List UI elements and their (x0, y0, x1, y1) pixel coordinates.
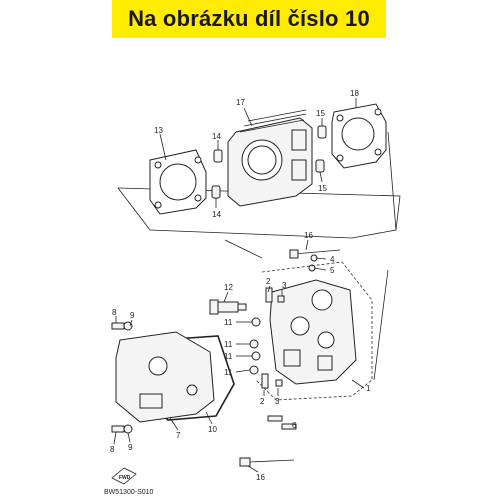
callout-18: 18 (350, 89, 359, 98)
callout-10: 10 (208, 425, 217, 434)
callout-8-upper: 8 (112, 308, 117, 317)
callout-17: 17 (236, 98, 245, 107)
callout-3-lower: 3 (275, 397, 280, 406)
callout-16-upper: 16 (304, 231, 313, 240)
callout-11-a: 11 (224, 318, 233, 327)
fwd-label: FWD (119, 475, 131, 481)
diagram-code: BW51300-S010 (104, 489, 154, 496)
callout-15-upper: 15 (316, 109, 325, 118)
callout-14-lower: 14 (212, 210, 221, 219)
callout-9-lower: 9 (128, 443, 133, 452)
dowel-pins-upper (315, 125, 327, 173)
cylinder-base-gasket (149, 149, 207, 215)
valve-cover (115, 331, 215, 423)
cylinder-head-gasket (331, 103, 387, 169)
callout-13: 13 (154, 126, 163, 135)
callout-15-lower: 15 (318, 184, 327, 193)
callout-6: 6 (292, 421, 297, 430)
callout-1: 1 (366, 384, 371, 393)
callout-2-upper: 2 (266, 277, 271, 286)
callout-7: 7 (176, 431, 181, 440)
callout-5: 5 (330, 266, 335, 275)
callout-9-upper: 9 (130, 311, 135, 320)
title-banner-text: Na obrázku díl číslo 10 (128, 6, 370, 31)
nuts (249, 317, 261, 375)
callout-11-c: 11 (224, 352, 233, 361)
callout-8-lower: 8 (110, 445, 115, 454)
callout-14-upper: 14 (212, 132, 221, 141)
callout-12: 12 (224, 283, 233, 292)
callout-3-upper: 3 (282, 281, 287, 290)
callout-16-lower: 16 (256, 473, 265, 482)
callout-4: 4 (330, 255, 335, 264)
title-banner: Na obrázku díl číslo 10 (112, 0, 386, 38)
studs-and-caps (261, 287, 285, 389)
cylinder-head (255, 261, 373, 401)
fwd-arrow-marker: FWD (111, 467, 137, 485)
callout-11-b: 11 (224, 340, 233, 349)
callout-labels: 13 14 14 17 15 15 18 16 4 5 12 2 3 11 11… (110, 89, 371, 482)
callout-2-lower: 2 (260, 397, 265, 406)
spark-plug (209, 299, 247, 315)
cylinder-block (227, 109, 313, 207)
dowel-pins-lower (211, 149, 223, 199)
leader-lines (113, 98, 365, 473)
callout-11-d: 11 (224, 368, 233, 377)
head-bolt-bottom (239, 457, 295, 467)
